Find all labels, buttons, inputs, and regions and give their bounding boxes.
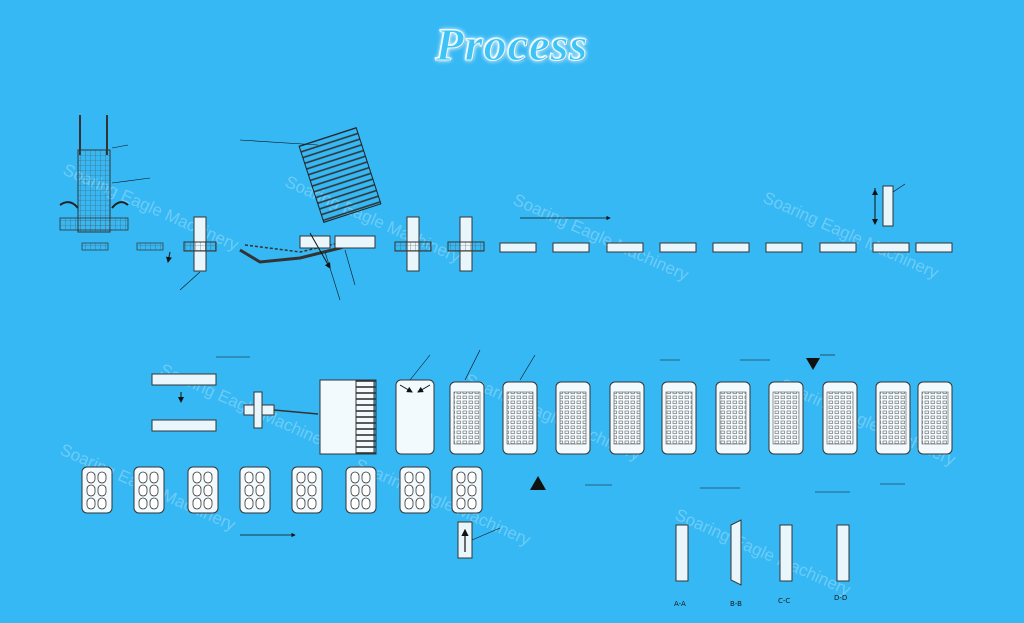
- tray: [239, 466, 271, 514]
- page-title: Process: [435, 19, 589, 71]
- tray: [345, 466, 377, 514]
- tray: [609, 381, 645, 455]
- svg-text:B-B: B-B: [730, 600, 742, 608]
- tray: [768, 381, 804, 455]
- tray-row: [449, 381, 953, 455]
- svg-text:A-A: A-A: [674, 600, 686, 608]
- tray-row: [81, 466, 483, 514]
- up-arrow-icon: [530, 476, 546, 490]
- leader-lines: [216, 349, 905, 493]
- tray: [451, 466, 483, 514]
- pusher: [243, 391, 319, 429]
- conveyor-bars: [499, 242, 953, 253]
- tray: [822, 381, 858, 455]
- tray: [875, 381, 911, 455]
- tray: [81, 466, 113, 514]
- tray: [661, 381, 697, 455]
- svg-text:C-C: C-C: [778, 597, 790, 605]
- cross-station: [394, 216, 432, 272]
- cross-station: [447, 216, 485, 272]
- tray: [187, 466, 219, 514]
- cross-station: [166, 216, 217, 291]
- tray-bar: [151, 419, 217, 432]
- section-views: [675, 519, 850, 586]
- lift-unit: [457, 521, 501, 559]
- hopper-tower: [59, 115, 151, 233]
- tray-bar: [151, 373, 217, 386]
- down-arrow-icon: [806, 358, 820, 370]
- tray: [715, 381, 751, 455]
- tray: [291, 466, 323, 514]
- tray: [502, 381, 538, 455]
- incline-conveyor: [239, 127, 382, 301]
- tray: [917, 381, 953, 455]
- tray: [555, 381, 591, 455]
- tray: [395, 379, 435, 455]
- tray: [133, 466, 165, 514]
- tray: [449, 381, 485, 455]
- flip-unit: [872, 183, 906, 227]
- stack-block: [319, 379, 377, 455]
- tray: [399, 466, 431, 514]
- section-labels: A-A B-B C-C D-D: [674, 594, 847, 608]
- svg-text:D-D: D-D: [834, 594, 847, 602]
